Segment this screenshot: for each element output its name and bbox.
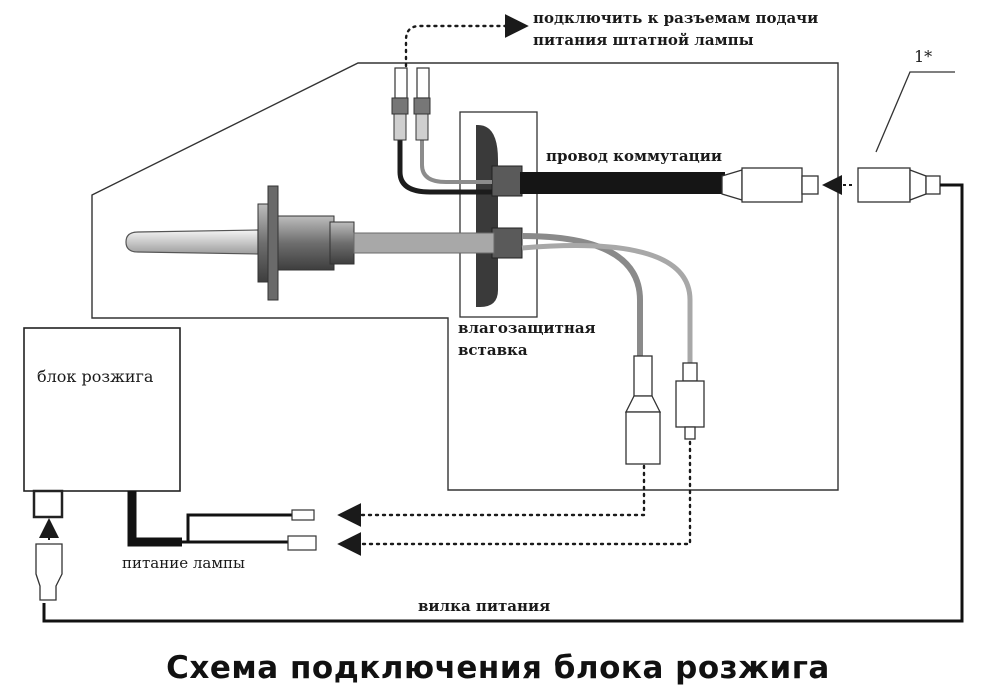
- label-note-marker: 1*: [914, 47, 933, 66]
- output-connector-b-sleeve: [682, 362, 698, 382]
- power-plug-wire: [42, 183, 964, 623]
- stock-connector-left-boot: [393, 113, 407, 141]
- lamp-power-terminal-lower: [287, 535, 317, 551]
- lamp-power-trunk: [127, 491, 182, 547]
- output-connector-a-sleeve: [633, 355, 653, 397]
- switch-connector-tip: [801, 175, 819, 195]
- bulb-flange-edge: [267, 185, 279, 301]
- stock-connector-right-boot: [415, 113, 429, 141]
- label-connect-line2: питания штатной лампы: [533, 31, 754, 49]
- headlight-housing-outline: [91, 62, 839, 491]
- stock-connector-left-tip: [394, 67, 408, 99]
- note-leader-line: [875, 71, 955, 153]
- power-plug-connector: [35, 543, 63, 601]
- stock-connector-right-tip: [416, 67, 430, 99]
- ignition-unit-socket: [32, 489, 64, 519]
- insert-grommet-bottom: [491, 227, 523, 259]
- insert-flange: [476, 125, 498, 307]
- diagram-title: Схема подключения блока розжига: [166, 650, 830, 686]
- output-connector-b-pin: [684, 426, 696, 440]
- label-insert-line2: вставка: [458, 341, 528, 359]
- switch-connector-body: [741, 167, 803, 203]
- relay-connector-tail: [925, 175, 941, 195]
- bulb-base-collar: [329, 221, 355, 265]
- bulb-lead-wire: [353, 232, 495, 254]
- relay-connector-neck: [909, 169, 927, 201]
- label-connect-line1: подключить к разъемам подачи: [533, 9, 819, 27]
- hv-wire-light: [521, 243, 693, 363]
- ignition-unit-box: [23, 327, 181, 492]
- lamp-power-terminal-upper: [291, 509, 315, 521]
- label-ignition-unit: блок розжига: [37, 367, 154, 386]
- switching-wire: [520, 172, 725, 194]
- dotted-link-top: [404, 14, 529, 68]
- label-insert-line1: влагозащитная: [458, 319, 596, 337]
- switch-connector-left: [721, 169, 743, 201]
- stock-connector-left-body: [391, 97, 409, 115]
- label-lamp-power: питание лампы: [122, 554, 245, 572]
- insert-grommet-top: [491, 165, 523, 197]
- dotted-link-a: [337, 464, 646, 527]
- bulb-base: [277, 215, 335, 271]
- label-switch-wire: провод коммутации: [546, 147, 722, 165]
- hv-wire-dark: [521, 233, 643, 358]
- relay-connector-body: [857, 167, 911, 203]
- stock-connector-right-body: [413, 97, 431, 115]
- dotted-link-b: [337, 440, 692, 556]
- bulb-glass: [125, 229, 259, 255]
- moisture-insert-box: [459, 111, 538, 318]
- lamp-power-wire-upper: [178, 513, 292, 544]
- label-power-plug: вилка питания: [418, 597, 551, 615]
- output-connector-a-neck: [624, 395, 662, 413]
- stock-wire-grey: [420, 140, 492, 184]
- output-connector-a-body: [625, 411, 661, 465]
- stock-wire-dark: [397, 140, 492, 195]
- output-connector-b-body: [675, 380, 705, 428]
